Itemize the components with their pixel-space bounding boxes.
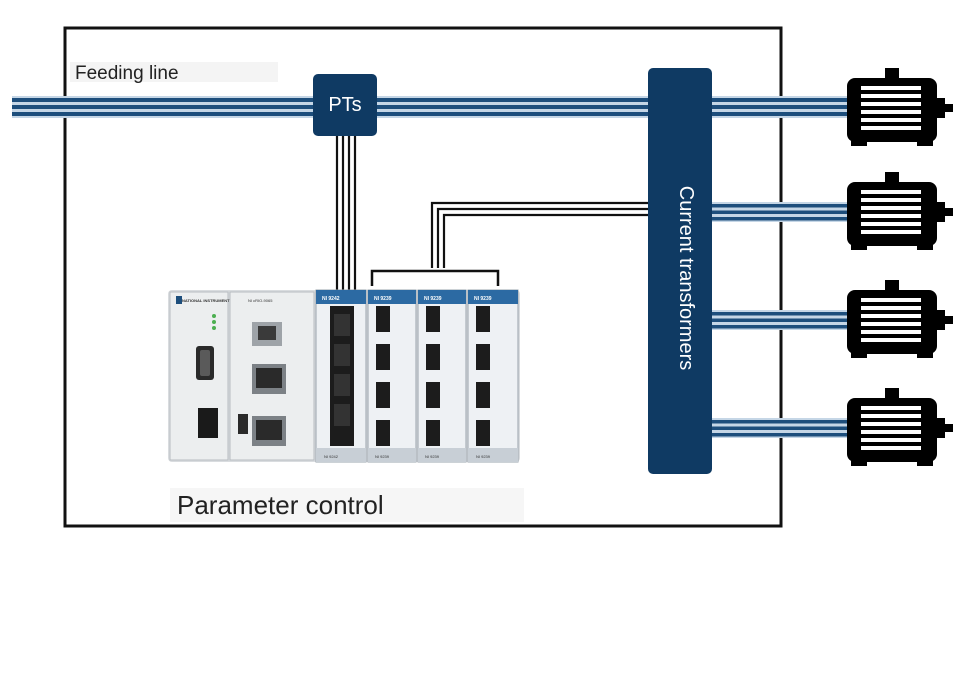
pts-box xyxy=(313,74,377,136)
parameter-control-label: Parameter control xyxy=(177,490,384,520)
module-ni-9239-a: NI 9239 NI 9239 xyxy=(367,289,417,463)
motor-icons xyxy=(847,68,953,466)
module-rating: NI 9242 xyxy=(324,454,339,459)
module-ni-9239-c: NI 9239 NI 9239 xyxy=(467,289,519,463)
pt-signal-wires xyxy=(335,136,357,290)
module-rating: NI 9239 xyxy=(375,454,390,459)
parameter-control-frame xyxy=(63,26,783,528)
motor-icon xyxy=(847,172,953,250)
module-label: NI 9242 xyxy=(322,296,340,302)
current-transformers-box xyxy=(648,68,712,474)
motor-icon xyxy=(847,388,953,466)
module-label: NI 9239 xyxy=(474,296,492,302)
module-label: NI 9239 xyxy=(374,296,392,302)
module-ni-9242: NI 9242 NI 9242 xyxy=(315,289,367,463)
module-rating: NI 9239 xyxy=(476,454,491,459)
pts-label: PTs xyxy=(328,94,361,116)
current-transformers-label: Current transformers xyxy=(675,186,697,371)
feeding-line-cable xyxy=(12,96,850,118)
ct-signal-wires xyxy=(370,201,650,286)
chassis-model-label: NI cRIO-9065 xyxy=(248,298,273,303)
module-rating: NI 9239 xyxy=(425,454,440,459)
ni-controller: NATIONAL INSTRUMENTS NI cRIO-9065 NI 924… xyxy=(168,289,520,463)
feeding-line-label: Feeding line xyxy=(75,63,179,84)
motor-icon xyxy=(847,280,953,358)
module-ni-9239-b: NI 9239 NI 9239 xyxy=(417,289,467,463)
motor-branch-cables xyxy=(712,202,852,438)
ni-brand-label: NATIONAL INSTRUMENTS xyxy=(182,298,233,303)
module-label: NI 9239 xyxy=(424,296,442,302)
motor-icon xyxy=(847,68,953,146)
